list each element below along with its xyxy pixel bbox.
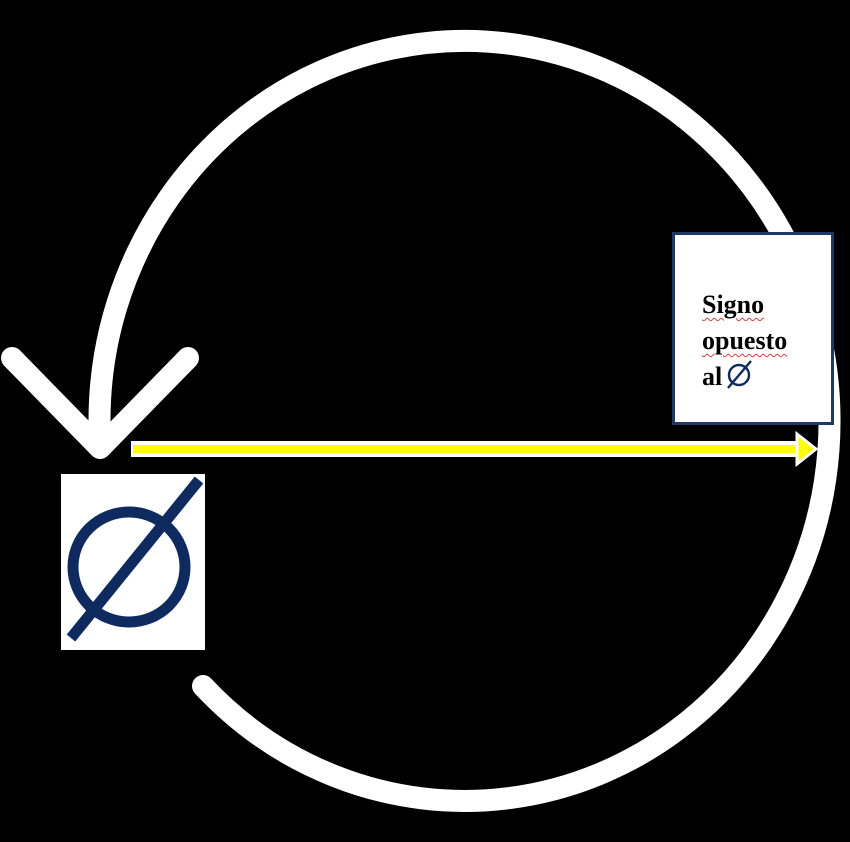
horizontal-arrow-head: [795, 430, 819, 468]
empty-set-inline-icon: [727, 360, 753, 389]
opposite-sign-label-box: Signo opuesto al: [672, 232, 834, 425]
label-line-2: opuesto: [702, 326, 788, 355]
empty-set-icon: [66, 476, 204, 642]
opposite-sign-label: Signo opuesto al: [702, 287, 787, 395]
label-line-1: Signo: [702, 290, 765, 319]
label-line-3-prefix: al: [702, 362, 723, 391]
cycle-arrowhead: [1, 347, 199, 459]
empty-set-box: [61, 474, 205, 650]
label-line-3: al: [702, 359, 787, 395]
